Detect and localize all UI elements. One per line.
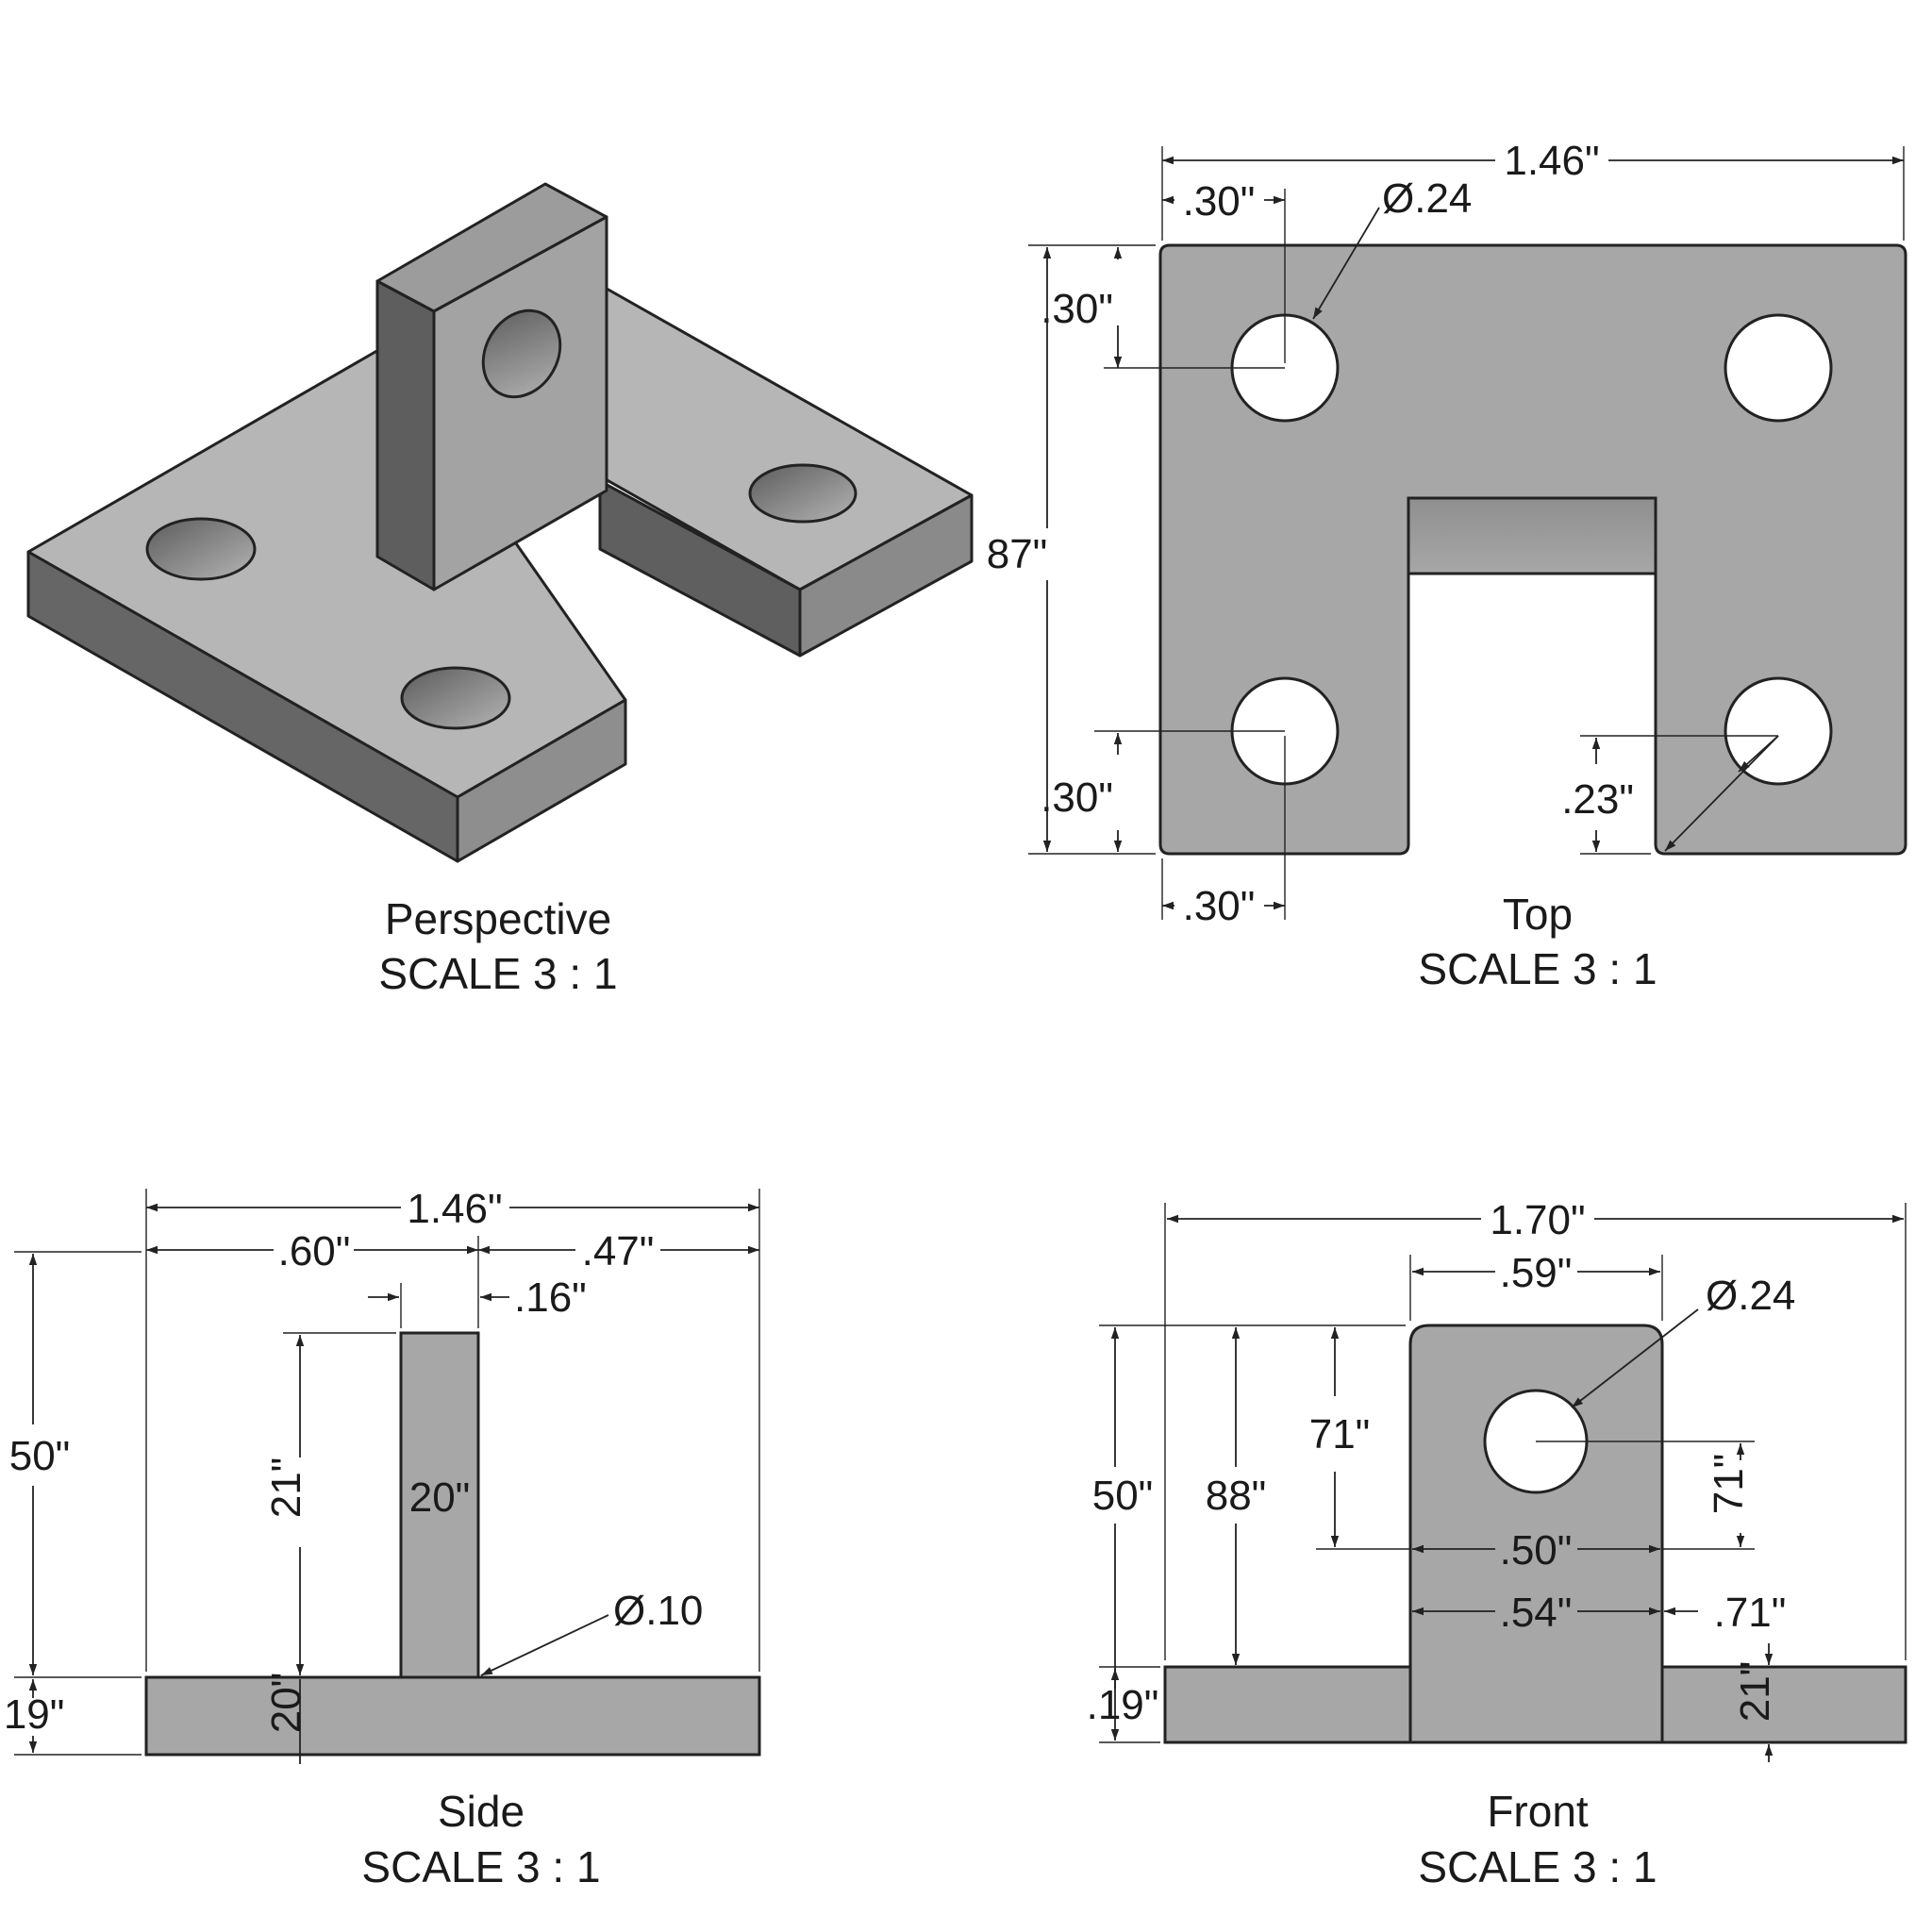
perspective-caption: Perspective	[385, 894, 611, 943]
side-dim-fillet: Ø.10	[613, 1588, 703, 1634]
side-view: 1.46" .60" .47" .16" 50" .19" 21" 20" 20…	[0, 1186, 761, 1891]
front-dim-post-width: .59"	[1500, 1250, 1573, 1296]
side-dim-base-inner: 20"	[263, 1673, 309, 1734]
front-dim-height: 50"	[1092, 1473, 1154, 1519]
side-dim-height: 50"	[9, 1433, 71, 1479]
top-dim-height: 87"	[987, 531, 1048, 577]
top-dim-hole-y-bottom: .30"	[1041, 774, 1113, 821]
top-dim-hole-x-bottom: .30"	[1183, 883, 1256, 929]
left-arm-end	[456, 698, 627, 863]
side-base	[144, 1675, 761, 1757]
side-dim-post-height: 21"	[263, 1457, 309, 1519]
top-hole-br	[1724, 676, 1833, 786]
front-scale: SCALE 3 : 1	[1418, 1842, 1657, 1891]
side-scale: SCALE 3 : 1	[361, 1842, 600, 1891]
side-dim-post-inner: 20"	[409, 1474, 471, 1521]
post-side	[375, 279, 436, 591]
side-caption: Side	[438, 1787, 525, 1836]
side-post	[399, 1331, 480, 1679]
front-dim-base-right: 21"	[1732, 1661, 1778, 1723]
front-dim-hole-height: 71"	[1309, 1411, 1371, 1457]
front-post	[1408, 1324, 1664, 1744]
side-dim-width: 1.46"	[407, 1186, 502, 1232]
top-scale: SCALE 3 : 1	[1418, 944, 1657, 993]
front-view: 1.70" .59" Ø.24 50" .19" 88" 71"	[1087, 1197, 1907, 1891]
top-dim-hole-y-top: .30"	[1041, 286, 1113, 332]
side-dim-right: .47"	[582, 1228, 655, 1274]
top-dim-slot-radius: .23"	[1561, 776, 1634, 823]
side-dim-post-thickness: .16"	[514, 1274, 587, 1321]
post-front	[432, 215, 608, 591]
top-dim-hole-diameter: Ø.24	[1382, 175, 1472, 222]
top-caption: Top	[1503, 890, 1573, 939]
right-arm-end	[798, 493, 974, 658]
top-view: 1.46" .30" Ø.24 .30" 87" .30" .30"	[987, 138, 1907, 993]
front-dim-base: .19"	[1087, 1682, 1159, 1728]
front-dim-hole-span: .50"	[1500, 1527, 1573, 1574]
hole-right-arm	[748, 463, 858, 524]
front-dim-base-span: .54"	[1500, 1590, 1573, 1636]
hole-post	[481, 308, 562, 399]
front-dim-hole-height-right: 71"	[1706, 1454, 1752, 1515]
top-dim-width: 1.46"	[1504, 138, 1599, 184]
hole-left-arm-front	[400, 666, 511, 730]
top-dim-hole-x: .30"	[1183, 178, 1256, 225]
side-dim-base: .19"	[0, 1691, 64, 1738]
front-dim-post-height: 88"	[1206, 1473, 1267, 1519]
perspective-scale: SCALE 3 : 1	[378, 949, 617, 998]
top-slot-face	[1407, 496, 1657, 575]
side-dim-left: .60"	[278, 1228, 351, 1274]
perspective-view: Perspective SCALE 3 : 1	[26, 182, 974, 998]
front-dim-hole-diameter: Ø.24	[1706, 1273, 1795, 1319]
top-hole-tr	[1724, 313, 1833, 423]
hole-left-arm-back	[145, 517, 257, 581]
front-caption: Front	[1487, 1787, 1589, 1836]
front-dim-right-span: .71"	[1714, 1590, 1787, 1636]
front-dim-width: 1.70"	[1490, 1197, 1585, 1243]
